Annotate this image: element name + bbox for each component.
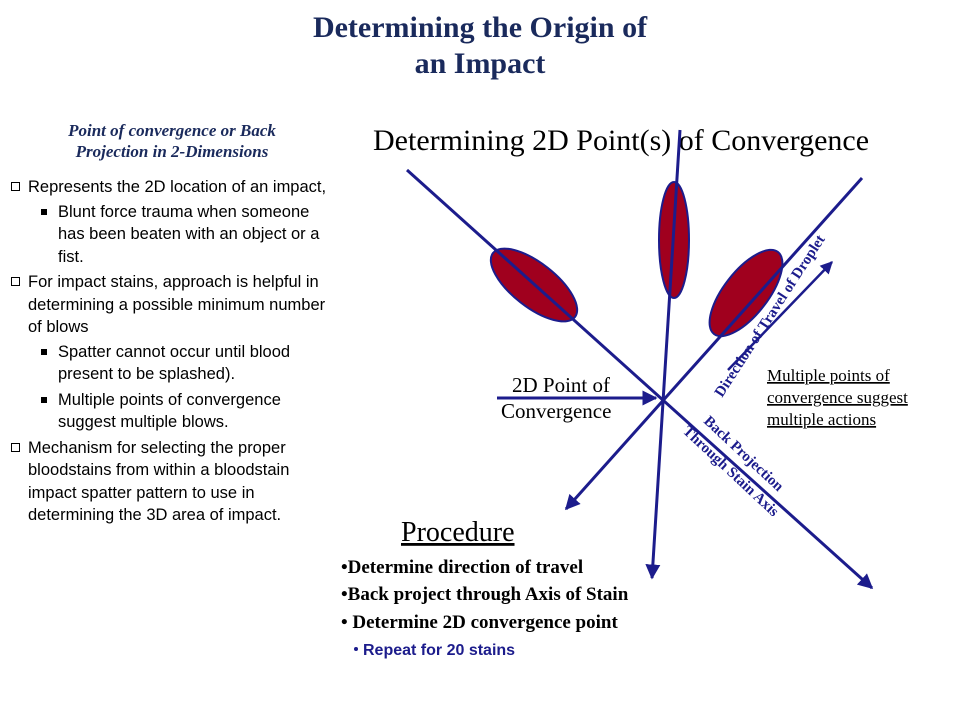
procedure-sub-step: Repeat for 20 stains (363, 642, 515, 659)
procedure-step: • Determine 2D convergence point (341, 612, 618, 633)
main-title-line2: an Impact (414, 47, 546, 80)
main-title: Determining the Origin of an Impact (0, 10, 960, 82)
multiple-points-line1: Multiple points of (767, 366, 890, 385)
sub-bullet-item: Multiple points of convergence suggest m… (10, 389, 330, 434)
multiple-points-line2: convergence suggest (767, 388, 908, 407)
multiple-points-line3: multiple actions (767, 410, 876, 429)
point-label-line1: 2D Point of (512, 373, 610, 397)
left-subheading: Point of convergence or Back Projection … (10, 120, 330, 162)
projection-line-right (564, 177, 864, 511)
bullet-item: For impact stains, approach is helpful i… (10, 271, 330, 339)
projection-line-middle (645, 129, 682, 580)
bullet-item: Mechanism for selecting the proper blood… (10, 437, 330, 527)
projection-line-left (405, 168, 874, 590)
procedure-heading: Procedure (401, 517, 515, 548)
left-subheading-line2: Projection in 2-Dimensions (75, 142, 269, 161)
left-text-column: Point of convergence or Back Projection … (10, 120, 330, 529)
direction-of-travel-arrow (727, 261, 833, 371)
convergence-diagram: Determining 2D Point(s) of Convergence 2… (341, 124, 908, 659)
main-title-line1: Determining the Origin of (312, 11, 648, 44)
procedure-step: •Determine direction of travel (341, 557, 583, 578)
blood-stain-right (708, 248, 784, 338)
bullet-item: Represents the 2D location of an impact, (10, 176, 330, 199)
left-subheading-line1: Point of convergence or Back (68, 121, 276, 140)
sub-bullet-item: Blunt force trauma when someone has been… (10, 201, 330, 269)
procedure-sub-bullet (354, 647, 358, 651)
sub-bullet-item: Spatter cannot occur until blood present… (10, 341, 330, 386)
point-label-line2: Convergence (501, 399, 611, 423)
procedure-step: •Back project through Axis of Stain (341, 584, 629, 605)
diagram-heading: Determining 2D Point(s) of Convergence (373, 124, 869, 157)
